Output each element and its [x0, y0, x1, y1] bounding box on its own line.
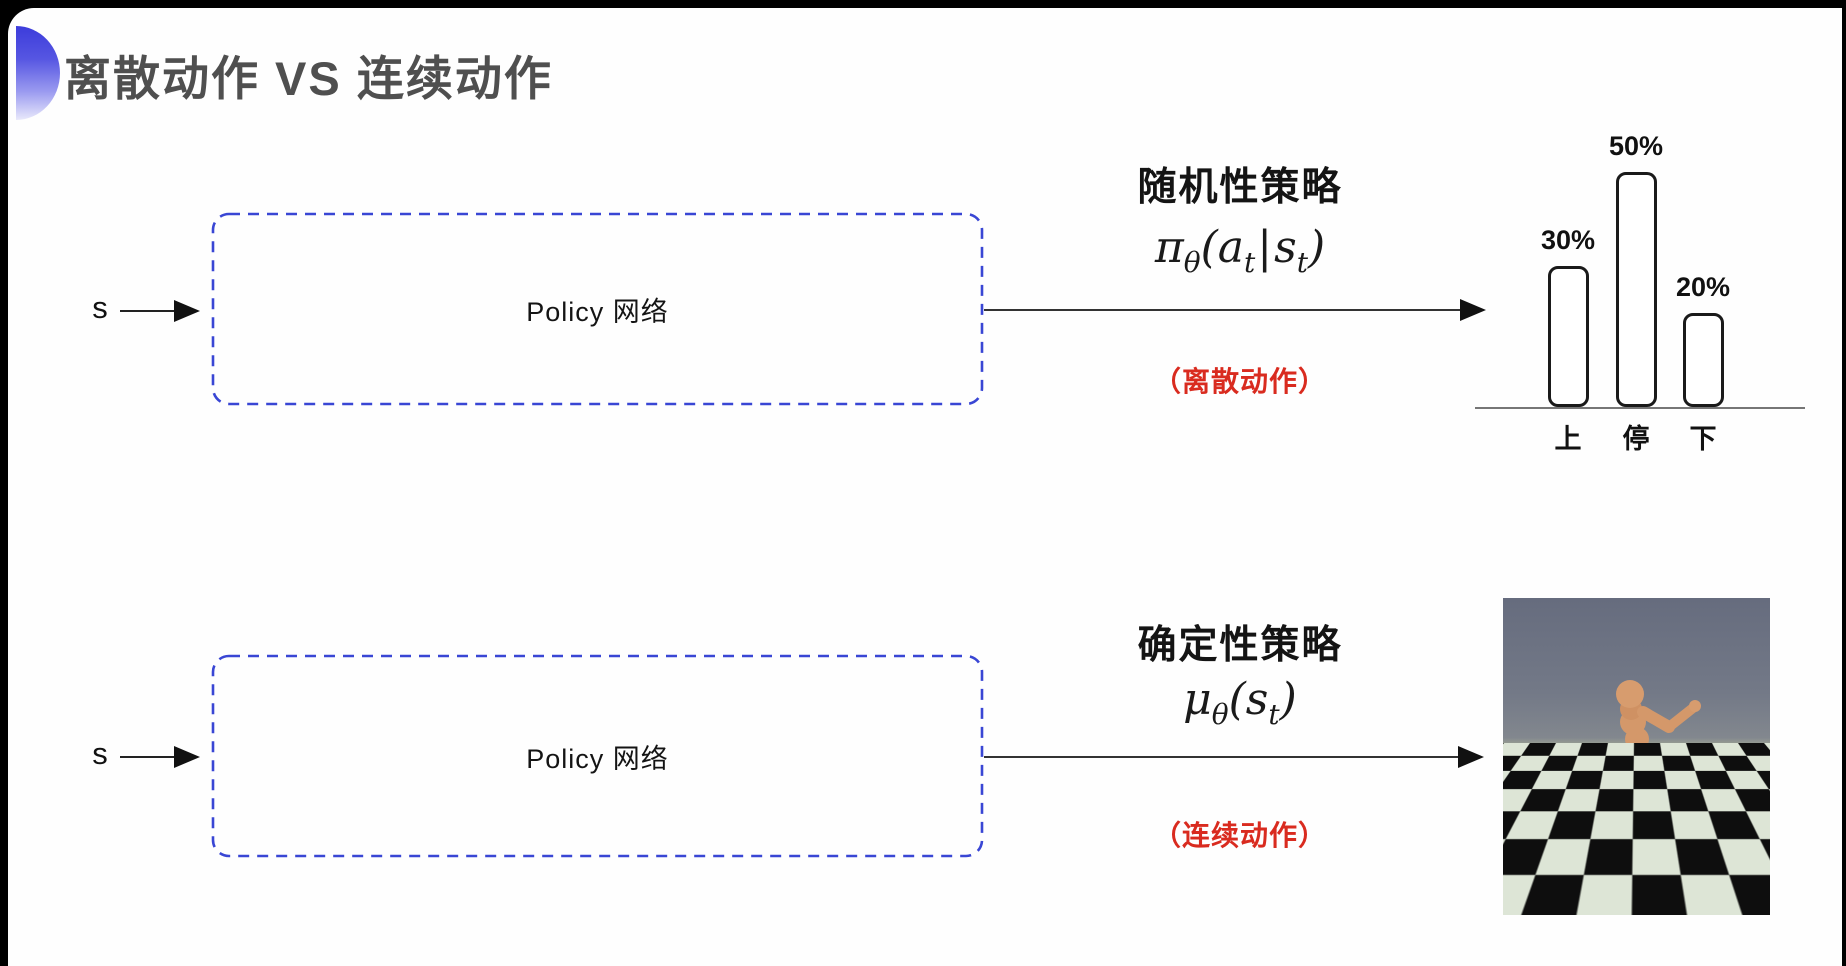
- humanoid-figure: [1503, 598, 1770, 915]
- stochastic-policy-formula: πθ(at|st): [1085, 222, 1395, 273]
- formula-subscript: t: [1297, 246, 1308, 279]
- bar-down: [1683, 313, 1724, 407]
- bar-group-down: 20%: [1668, 272, 1738, 407]
- state-input-label-1: s: [78, 290, 122, 326]
- category-label-down: 下: [1681, 417, 1725, 456]
- action-probability-chart: 30% 50% 20% 上 停 下: [1470, 95, 1820, 407]
- bar-value-label: 20%: [1676, 272, 1730, 303]
- bar-group-stop: 50%: [1601, 131, 1671, 407]
- policy-network-label-1: Policy 网络: [213, 214, 982, 404]
- chart-baseline: [1475, 407, 1805, 409]
- formula-subscript: θ: [1212, 698, 1229, 731]
- category-label-stop: 停: [1614, 417, 1658, 456]
- bar-value-label: 50%: [1609, 131, 1663, 162]
- formula-symbol: π: [1155, 222, 1184, 273]
- formula-arg: s: [1274, 222, 1297, 273]
- bar-stop: [1616, 172, 1657, 407]
- bar-group-up: 30%: [1533, 225, 1603, 407]
- deterministic-policy-formula: μθ(st): [1085, 674, 1395, 725]
- page-title: 离散动作 VS 连续动作: [64, 40, 553, 109]
- state-input-label-2: s: [78, 736, 122, 772]
- formula-paren: ): [1308, 222, 1325, 273]
- formula-paren: ): [1280, 674, 1297, 725]
- discrete-action-note: （离散动作）: [1085, 360, 1395, 400]
- policy-network-label-2: Policy 网络: [213, 656, 982, 856]
- stochastic-policy-title: 随机性策略: [1085, 156, 1395, 212]
- formula-symbol: μ: [1183, 674, 1212, 725]
- category-label-up: 上: [1546, 417, 1590, 456]
- formula-arg: a: [1218, 222, 1244, 273]
- formula-subscript: θ: [1184, 246, 1201, 279]
- formula-subscript: t: [1268, 698, 1279, 731]
- bar-up: [1548, 266, 1589, 407]
- formula-paren: (: [1201, 222, 1218, 273]
- deterministic-policy-title: 确定性策略: [1085, 614, 1395, 670]
- formula-arg: s: [1246, 674, 1269, 725]
- bar-value-label: 30%: [1541, 225, 1595, 256]
- formula-paren: (: [1229, 674, 1246, 725]
- continuous-action-note: （连续动作）: [1085, 814, 1395, 854]
- humanoid-simulation-image: [1503, 598, 1770, 915]
- formula-pipe: |: [1255, 222, 1274, 273]
- formula-subscript: t: [1244, 246, 1255, 279]
